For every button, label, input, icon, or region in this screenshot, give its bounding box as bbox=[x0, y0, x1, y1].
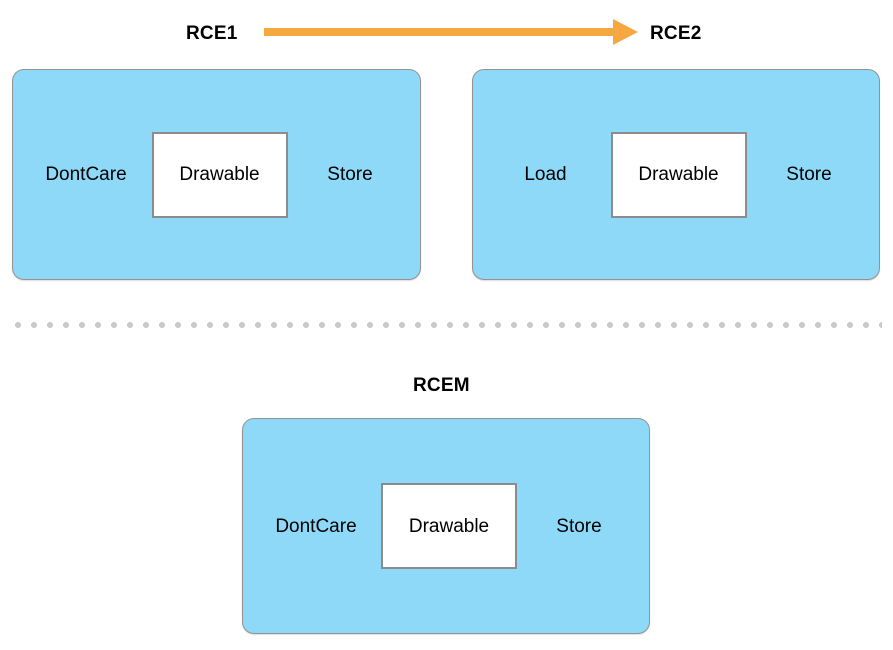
rcem-right-label: Store bbox=[556, 515, 602, 537]
rce2-title: RCE2 bbox=[650, 23, 702, 44]
rcem-drawable-label: Drawable bbox=[408, 515, 490, 537]
rce2-right-label: Store bbox=[786, 164, 832, 185]
dotted-divider bbox=[10, 322, 882, 328]
rcem-title: RCEM bbox=[413, 375, 470, 396]
rce2-left-label: Load bbox=[524, 164, 567, 185]
rce1-right-label: Store bbox=[327, 164, 373, 185]
rce2-drawable-label: Drawable bbox=[638, 164, 719, 185]
rcem-left-label: DontCare bbox=[275, 515, 357, 537]
rce1-box[interactable]: DontCare Drawable Store bbox=[12, 69, 421, 280]
rcem-box[interactable]: DontCare Drawable Store bbox=[242, 418, 650, 634]
rce2-box[interactable]: Load Drawable Store bbox=[472, 69, 880, 280]
rcem-drawable-box[interactable]: Drawable bbox=[381, 483, 517, 569]
right-arrow-icon bbox=[264, 19, 640, 45]
rce1-left-label: DontCare bbox=[45, 164, 127, 185]
rce1-title: RCE1 bbox=[186, 23, 238, 44]
rce1-drawable-label: Drawable bbox=[179, 164, 260, 185]
rce2-drawable-box[interactable]: Drawable bbox=[610, 131, 747, 218]
rce1-drawable-box[interactable]: Drawable bbox=[151, 131, 288, 218]
